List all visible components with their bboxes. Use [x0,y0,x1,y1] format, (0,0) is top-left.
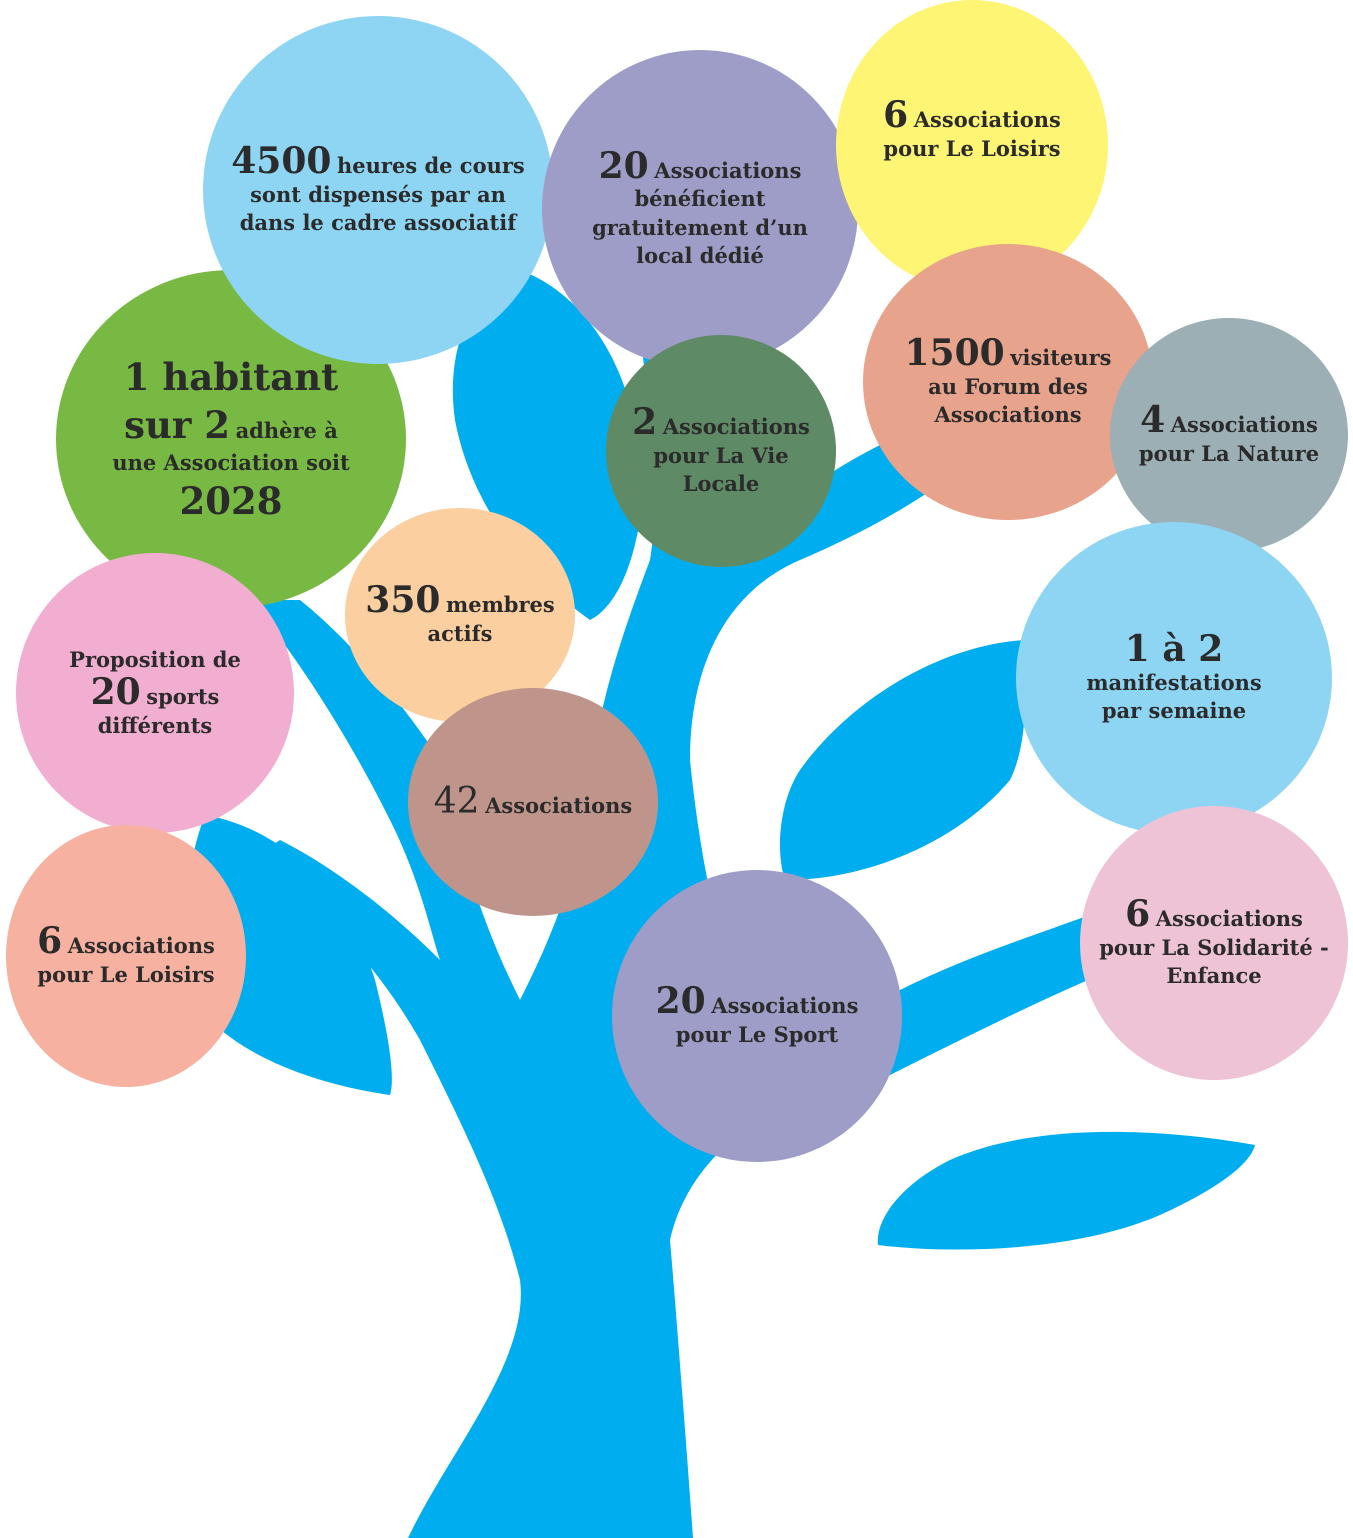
membres-number: 350 [365,578,441,621]
sports-line1: Proposition de [69,646,241,672]
habitant-line2-number: sur 2 [124,402,230,447]
loisirs-bottom-number: 6 [37,919,63,962]
loisirs-bottom-line2: pour Le Loisirs [37,961,215,987]
membres-line2: actifs [427,620,493,646]
manifestations-line1: manifestations [1086,669,1262,695]
sports-number: 20 [90,671,141,714]
local-line1: Associations [654,157,802,183]
vie-locale-number: 2 [632,400,658,443]
bubble-vie-locale: 2 Associations pour La Vie Locale [606,335,836,567]
sport-number: 20 [655,979,706,1022]
nature-number: 4 [1140,398,1166,441]
bubble-habitants: 1 habitant sur 2 adhère à une Associatio… [56,270,406,608]
solidarite-line2: pour La Solidarité - [1099,934,1329,960]
habitant-line1: 1 habitant [123,354,339,399]
habitant-line3: une Association soit [112,449,350,475]
habitant-line2-text: adhère à [235,417,338,443]
total-number: 42 [433,781,480,823]
leaf-lower-right [877,1131,1255,1250]
heures-line3: dans le cadre associatif [239,209,517,235]
bubble-sport: 20 Associations pour Le Sport [612,870,902,1162]
manifestations-line2: par semaine [1101,697,1247,723]
total-line1: Associations [485,793,633,819]
sports-line2: sports [146,684,220,710]
vie-locale-line3: Locale [682,470,760,496]
bubble-heures-de-cours: 4500 heures de cours sont dispensés par … [203,16,553,364]
heures-line1: heures de cours [337,152,525,178]
sports-line3: différents [97,712,213,738]
bubble-visiteurs: 1500 visiteurs au Forum des Associations [863,244,1153,520]
heures-line2: sont dispensés par an [250,181,506,207]
nature-line2: pour La Nature [1138,440,1320,466]
loisirs-top-number: 6 [883,93,909,136]
bubble-manifestations: 1 à 2 manifestations par semaine [1016,522,1332,834]
manifestations-number: 1 à 2 [1124,627,1224,670]
sport-line2: pour Le Sport [675,1021,839,1047]
vie-locale-line2: pour La Vie [653,442,789,468]
leaf-lower-left [186,815,392,1095]
solidarite-line1: Associations [1155,905,1303,931]
bubble-total-associations: 42 Associations [408,688,658,916]
leaf-upper-middle [452,270,642,620]
nature-line1: Associations [1170,411,1318,437]
bubble-nature: 4 Associations pour La Nature [1110,318,1348,552]
bubble-solidarite: 6 Associations pour La Solidarité - Enfa… [1080,806,1348,1080]
loisirs-bottom-line1: Associations [67,932,215,958]
bubble-local-dedie: 20 Associations bénéficient gratuitement… [542,50,858,368]
loisirs-top-line1: Associations [913,106,1061,132]
membres-line1: membres [446,591,555,617]
loisirs-top-line2: pour Le Loisirs [883,135,1061,161]
solidarite-line3: Enfance [1166,962,1262,988]
leaf-right-middle [780,640,1026,880]
local-number: 20 [598,144,649,187]
local-line3: gratuitement d’un [592,214,808,240]
local-line4: local dédié [636,243,764,269]
visiteurs-line3: Associations [934,401,1082,427]
local-line2: bénéficient [634,186,766,212]
visiteurs-line2: au Forum des [928,373,1088,399]
visiteurs-line1: visiteurs [1010,344,1112,370]
heures-number: 4500 [231,139,332,182]
bubble-sports: Proposition de 20 sports différents [16,553,294,833]
visiteurs-number: 1500 [904,331,1005,374]
bubble-membres-actifs: 350 membres actifs [345,508,575,722]
sport-line1: Associations [711,992,859,1018]
solidarite-number: 6 [1125,892,1151,935]
bubble-loisirs-bottom: 6 Associations pour Le Loisirs [6,825,246,1087]
vie-locale-line1: Associations [662,413,810,439]
bubble-loisirs-top: 6 Associations pour Le Loisirs [836,0,1108,290]
habitant-count: 2028 [179,479,283,524]
